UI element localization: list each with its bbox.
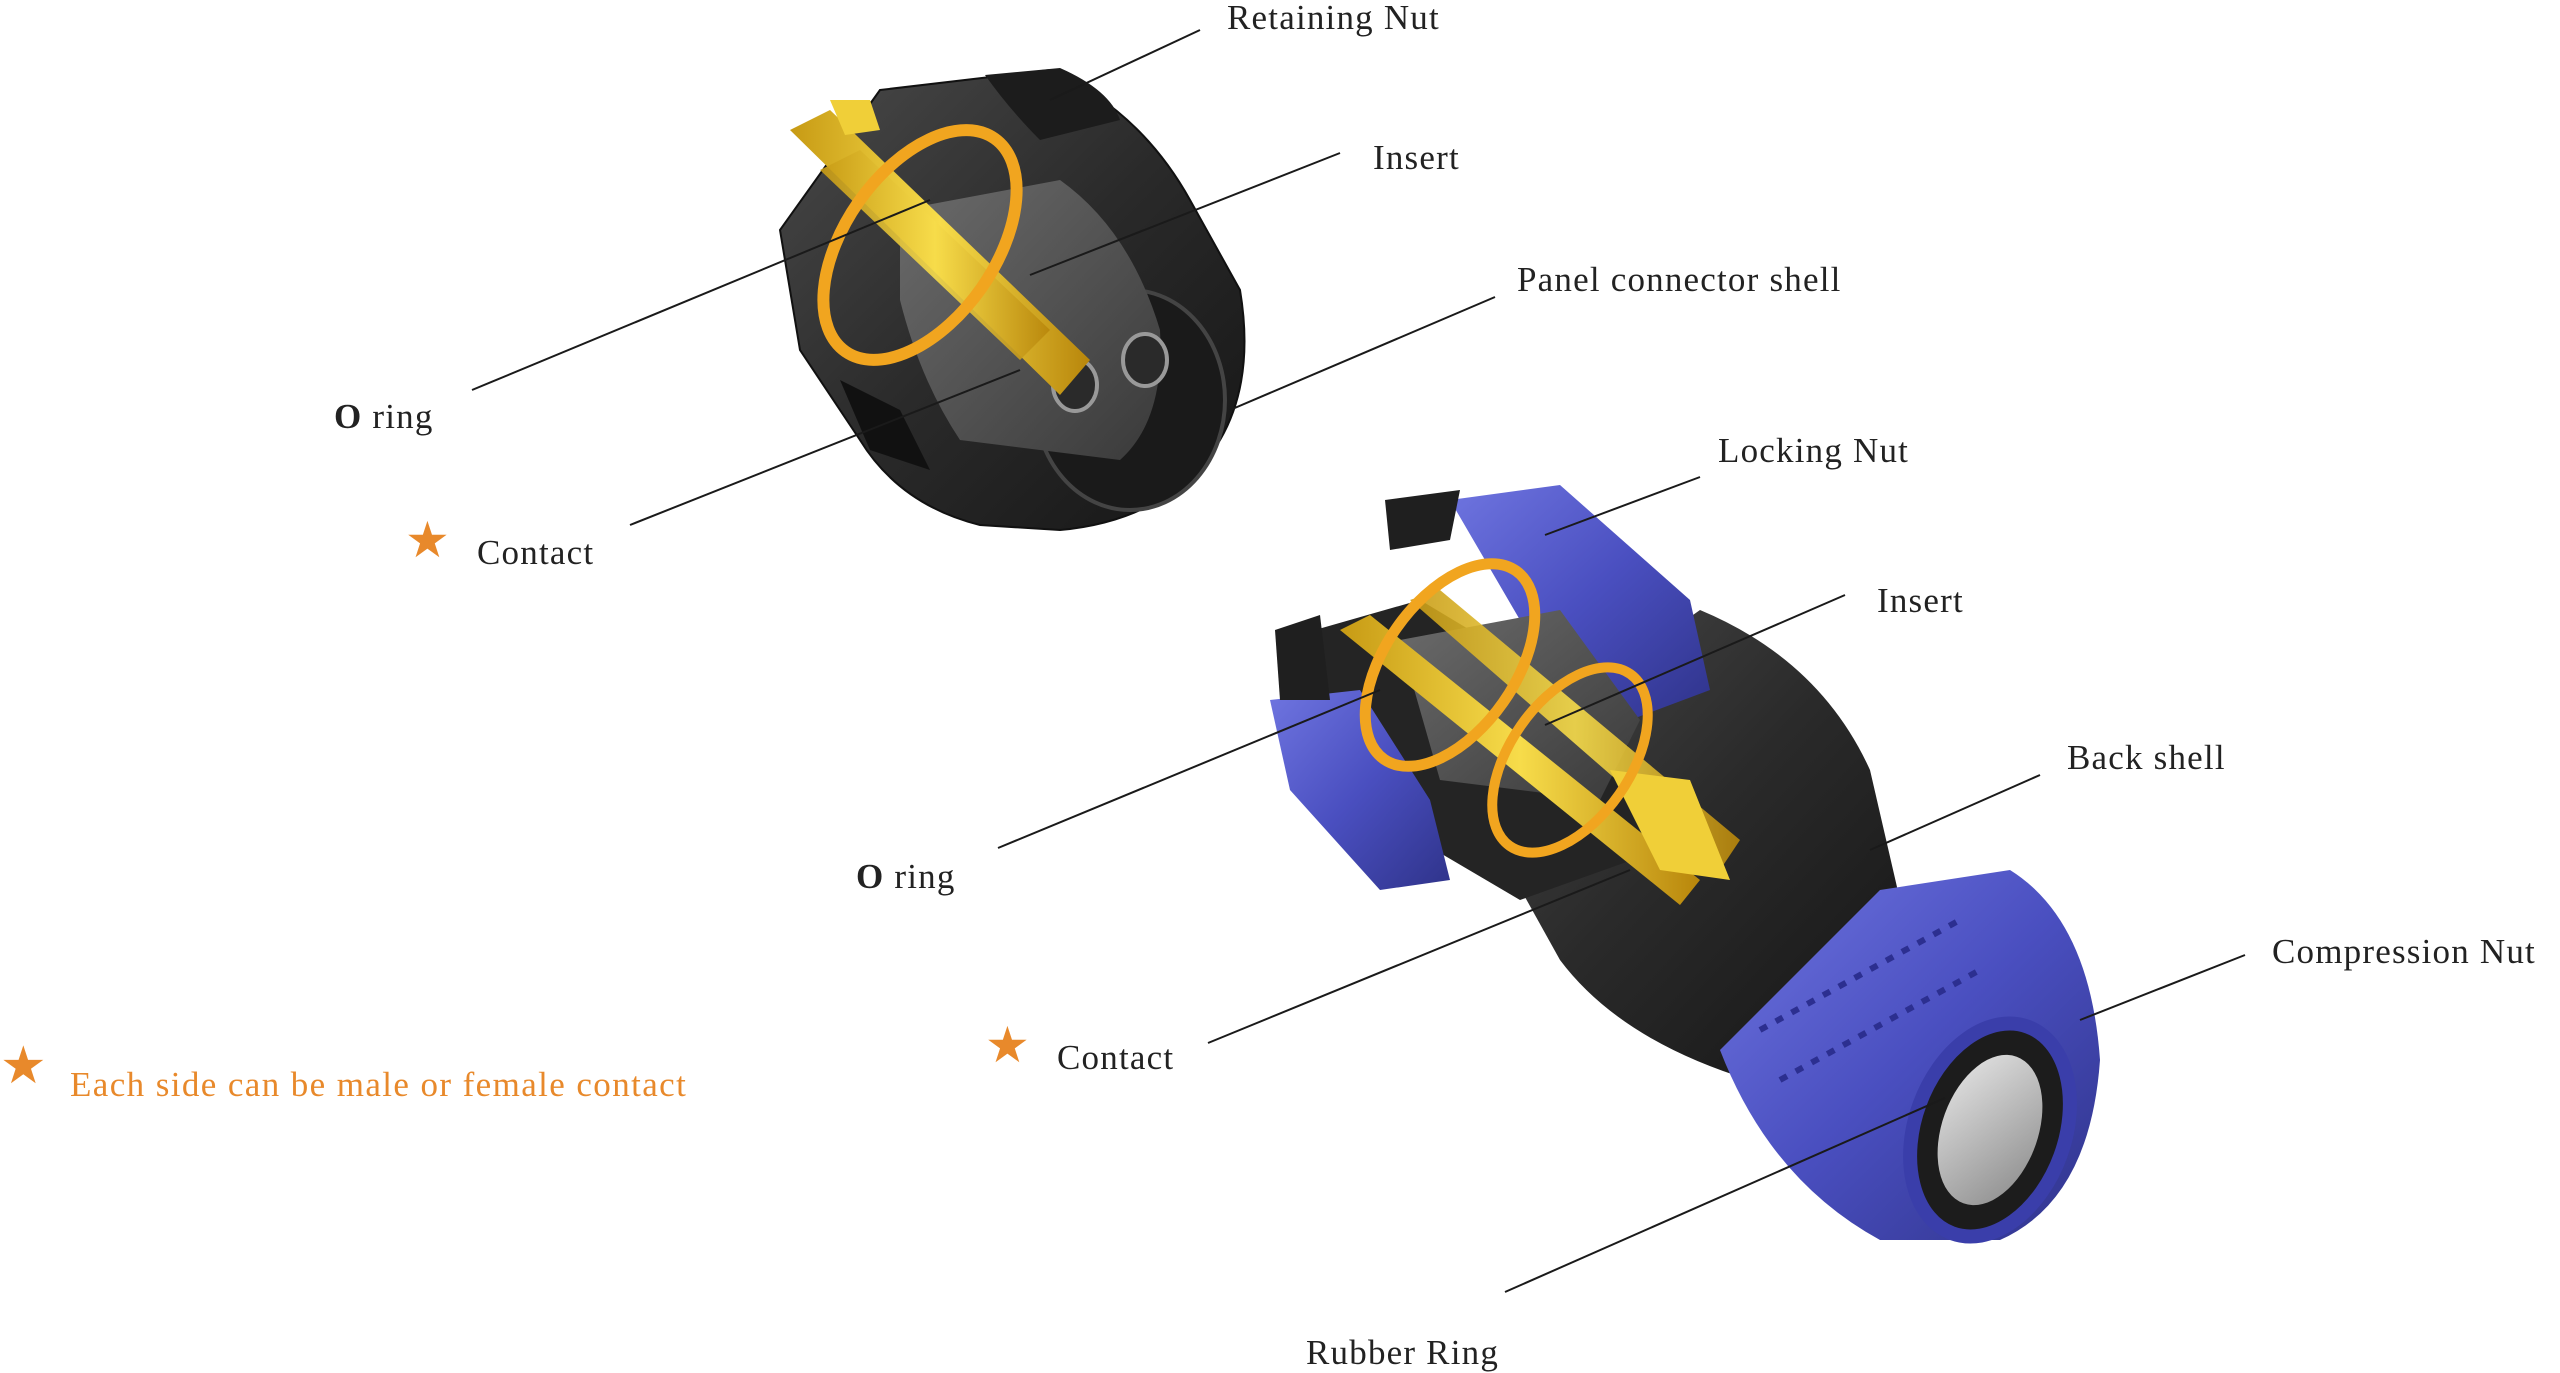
insert-hole-2 xyxy=(1121,332,1169,388)
leader-contact-bottom xyxy=(1207,869,1631,1044)
leader-o-ring-top xyxy=(471,199,931,391)
leader-o-ring-bottom xyxy=(997,689,1381,849)
leader-compression-nut xyxy=(2079,954,2246,1021)
label-o-ring-top: O ring xyxy=(334,399,434,434)
shell-fin-left xyxy=(1275,615,1330,700)
label-contact-bottom: Contact xyxy=(1057,1038,1175,1077)
label-insert-top: Insert xyxy=(1373,138,1460,177)
shell-notch xyxy=(840,380,930,470)
leader-back-shell xyxy=(1869,774,2041,851)
leader-lines xyxy=(471,29,2246,1293)
label-rubber-ring: Rubber Ring xyxy=(1306,1333,1500,1372)
panel-connector-illustration xyxy=(778,68,1246,532)
label-o-ring-bottom-text: ring xyxy=(884,857,956,896)
leader-panel-shell xyxy=(1229,296,1496,411)
retaining-nut-part xyxy=(985,68,1120,140)
label-o-ring-top-bold: O xyxy=(334,397,363,436)
contact-pin-top-3 xyxy=(830,100,880,135)
shell-fin-top xyxy=(1385,490,1460,550)
leader-rubber-ring xyxy=(1504,1097,1946,1293)
locking-nut-lower xyxy=(1270,690,1450,890)
compression-thread xyxy=(1758,917,1962,1033)
label-retaining-nut: Retaining Nut xyxy=(1227,0,1440,37)
leader-insert-bottom xyxy=(1544,594,1846,726)
contact-pin-bottom-1 xyxy=(1340,615,1700,905)
cable-connector-illustration xyxy=(1270,485,2100,1244)
compression-thread-2 xyxy=(1778,967,1982,1083)
label-back-shell: Back shell xyxy=(2067,738,2226,777)
star-icon-contact-bottom: ★ xyxy=(985,1016,1030,1074)
star-icon-note: ★ xyxy=(0,1036,47,1096)
o-ring-part-bottom-1 xyxy=(1359,558,1541,772)
star-icon-contact-top: ★ xyxy=(405,511,450,569)
locking-nut-part xyxy=(1450,485,1710,720)
leader-retaining-nut xyxy=(1049,29,1201,101)
label-compression-nut: Compression Nut xyxy=(2272,932,2536,971)
label-o-ring-bottom-bold: O xyxy=(856,857,885,896)
contact-pin-bottom-3 xyxy=(1610,770,1730,880)
label-insert-bottom: Insert xyxy=(1877,581,1964,620)
label-o-ring-top-text: ring xyxy=(362,397,434,436)
contact-pin-top-2 xyxy=(820,150,1050,360)
o-ring-part-top xyxy=(817,124,1023,366)
cable-exit-bore xyxy=(1937,1054,2043,1206)
note-male-female: Each side can be male or female contact xyxy=(70,1065,688,1104)
label-locking-nut: Locking Nut xyxy=(1718,431,1910,470)
label-contact-top: Contact xyxy=(477,533,595,572)
label-panel-connector-shell: Panel connector shell xyxy=(1517,260,1842,299)
o-ring-part-bottom-2 xyxy=(1487,662,1653,858)
leader-contact-top xyxy=(629,369,1021,526)
label-o-ring-bottom: O ring xyxy=(856,859,956,894)
leader-locking-nut xyxy=(1544,476,1701,536)
leader-insert-top xyxy=(1029,152,1341,276)
